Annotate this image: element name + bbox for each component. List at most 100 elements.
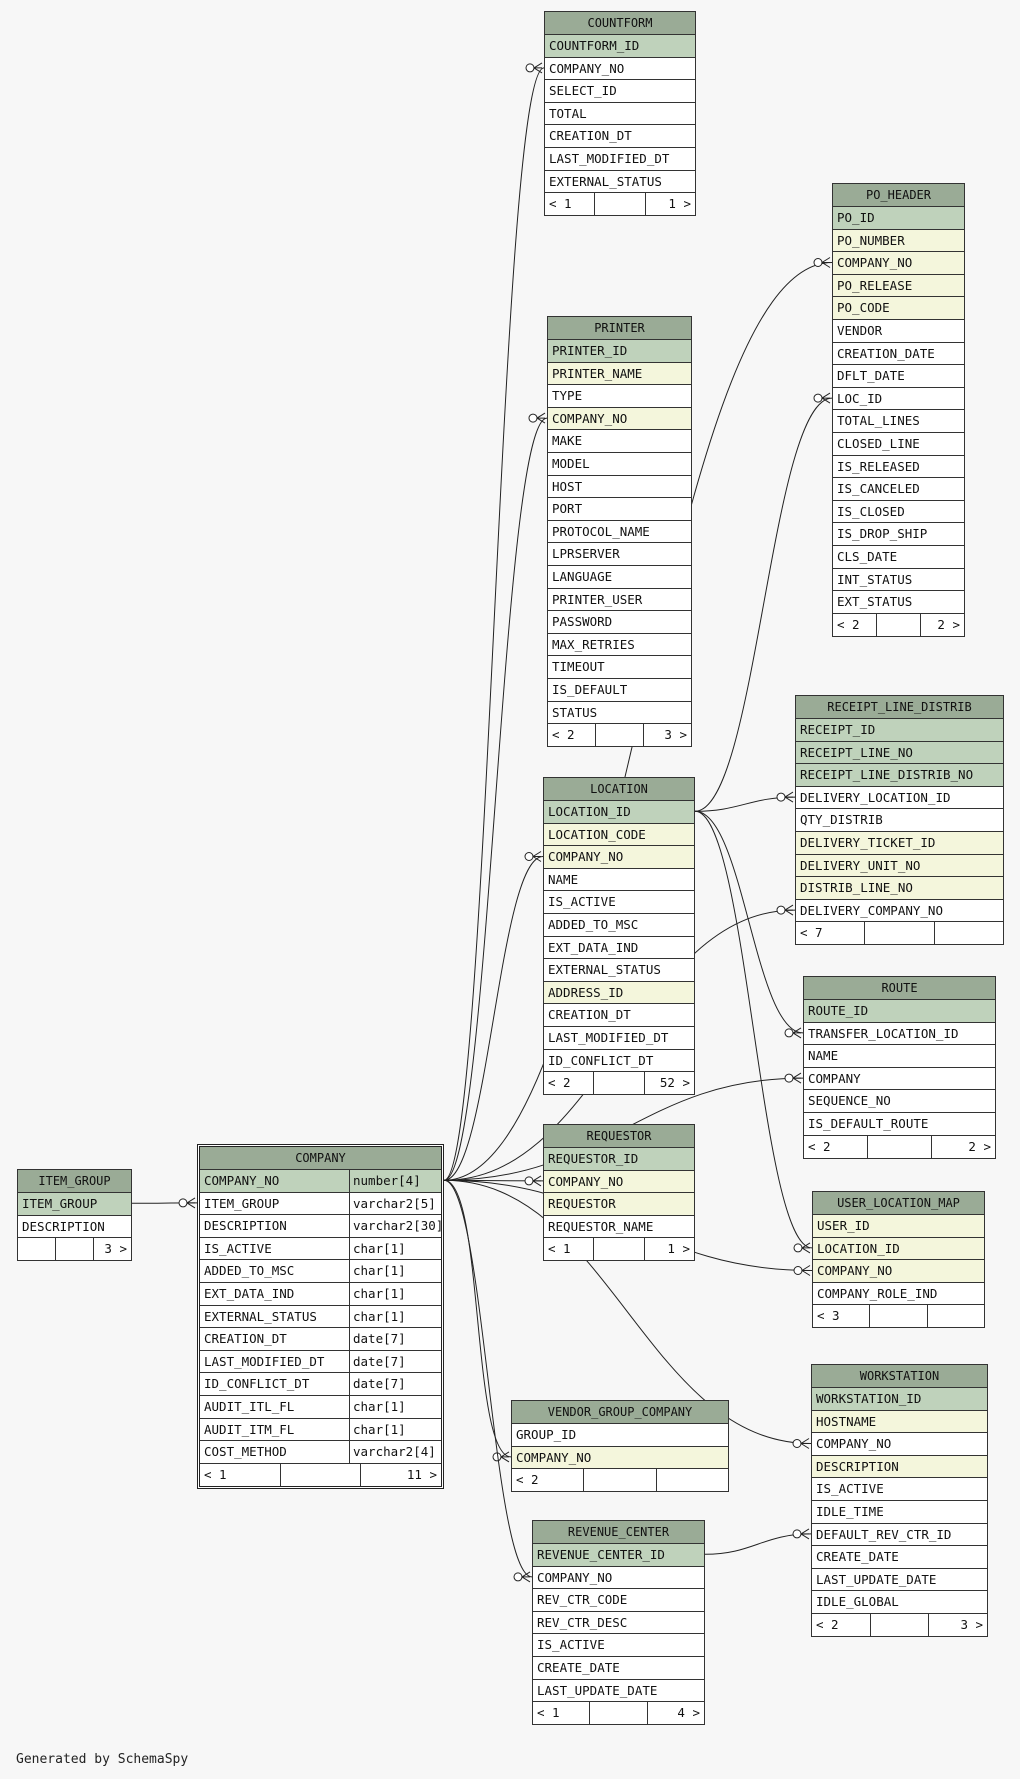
- column-row[interactable]: REQUESTOR: [544, 1193, 694, 1216]
- column-row[interactable]: RECEIPT_ID: [796, 719, 1003, 742]
- column-row[interactable]: CLOSED_LINE: [833, 432, 964, 456]
- footer-children-count[interactable]: 52 >: [643, 1072, 694, 1095]
- footer-parents-count[interactable]: < 2: [552, 727, 575, 743]
- column-row[interactable]: REVENUE_CENTER_ID: [533, 1544, 704, 1567]
- column-row[interactable]: COMPANY_NO: [812, 1433, 987, 1456]
- column-row[interactable]: SEQUENCE_NO: [804, 1090, 995, 1113]
- column-row[interactable]: PRINTER_NAME: [548, 362, 691, 386]
- column-row[interactable]: COMPANY_NO: [544, 846, 694, 869]
- column-row[interactable]: IS_RELEASED: [833, 455, 964, 479]
- footer-children-count[interactable]: 4 >: [646, 1702, 704, 1725]
- column-row[interactable]: VENDOR: [833, 319, 964, 343]
- column-row[interactable]: ITEM_GROUP: [18, 1193, 131, 1216]
- column-row[interactable]: PO_CODE: [833, 297, 964, 320]
- column-row[interactable]: COMPANY_NO: [833, 252, 964, 275]
- column-row[interactable]: DISTRIB_LINE_NO: [796, 877, 1003, 900]
- footer-children-count[interactable]: 1 >: [644, 193, 695, 216]
- column-row[interactable]: LOCATION_CODE: [544, 823, 694, 847]
- footer-parents-count[interactable]: < 2: [548, 1075, 571, 1091]
- column-row[interactable]: PO_RELEASE: [833, 274, 964, 298]
- column-row[interactable]: COMPANY_NO: [544, 1170, 694, 1194]
- footer-children-count[interactable]: 1 >: [643, 1238, 694, 1261]
- footer-children-count[interactable]: 2 >: [920, 613, 964, 636]
- footer-parents-count[interactable]: < 1: [204, 1466, 227, 1482]
- column-row[interactable]: IS_CANCELED: [833, 478, 964, 501]
- footer-children-count[interactable]: [926, 1305, 984, 1328]
- column-row[interactable]: REQUESTOR_NAME: [544, 1215, 694, 1239]
- column-row[interactable]: CREATION_DT: [544, 1004, 694, 1027]
- column-row[interactable]: RECEIPT_LINE_DISTRIB_NO: [796, 764, 1003, 787]
- footer-parents-count[interactable]: < 2: [816, 1616, 839, 1632]
- column-row[interactable]: DELIVERY_UNIT_NO: [796, 854, 1003, 878]
- column-row[interactable]: HOST: [548, 475, 691, 499]
- column-row[interactable]: PRINTER_USER: [548, 588, 691, 612]
- column-row[interactable]: MAX_RETRIES: [548, 633, 691, 657]
- column-row[interactable]: COMPANY_NO: [548, 407, 691, 431]
- column-row[interactable]: DELIVERY_LOCATION_ID: [796, 786, 1003, 810]
- footer-children-count[interactable]: 2 >: [931, 1135, 995, 1158]
- column-row[interactable]: CREATION_DATE: [833, 342, 964, 366]
- column-row[interactable]: INT_STATUS: [833, 568, 964, 592]
- column-row[interactable]: DESCRIPTION: [18, 1215, 131, 1239]
- column-row[interactable]: IS_ACTIVE: [533, 1634, 704, 1657]
- column-row[interactable]: COMPANY_NO: [545, 57, 695, 81]
- column-row[interactable]: SELECT_ID: [545, 80, 695, 103]
- footer-children-count[interactable]: 11 >: [360, 1463, 441, 1486]
- footer-parents-count[interactable]: < 3: [817, 1308, 840, 1324]
- footer-parents-count[interactable]: < 2: [837, 616, 860, 632]
- column-row[interactable]: IS_DEFAULT_ROUTE: [804, 1112, 995, 1136]
- column-row[interactable]: LAST_MODIFIED_DT: [545, 147, 695, 171]
- column-row[interactable]: IS_CLOSED: [833, 500, 964, 524]
- column-row[interactable]: COUNTFORM_ID: [545, 35, 695, 58]
- column-row[interactable]: ID_CONFLICT_DT: [544, 1049, 694, 1073]
- column-row[interactable]: DFLT_DATE: [833, 365, 964, 388]
- footer-parents-count[interactable]: < 2: [516, 1472, 539, 1488]
- column-row[interactable]: DESCRIPTION: [812, 1455, 987, 1479]
- column-row[interactable]: IS_DEFAULT: [548, 678, 691, 702]
- column-row[interactable]: TOTAL: [545, 102, 695, 126]
- column-row[interactable]: TIMEOUT: [548, 656, 691, 679]
- column-row[interactable]: DEFAULT_REV_CTR_ID: [812, 1523, 987, 1547]
- column-row[interactable]: MAKE: [548, 430, 691, 453]
- column-row[interactable]: LAST_MODIFIED_DT: [544, 1026, 694, 1050]
- column-row[interactable]: COMPANY: [804, 1067, 995, 1091]
- column-row[interactable]: PRINTER_ID: [548, 340, 691, 363]
- column-row[interactable]: ADDED_TO_MSC: [544, 913, 694, 937]
- column-row[interactable]: CREATION_DT: [545, 125, 695, 148]
- footer-children-count[interactable]: [655, 1469, 728, 1492]
- footer-parents-count[interactable]: < 1: [549, 196, 572, 212]
- column-row[interactable]: PASSWORD: [548, 611, 691, 634]
- column-row[interactable]: LAST_UPDATE_DATE: [533, 1679, 704, 1703]
- column-row[interactable]: NAME: [544, 868, 694, 892]
- footer-parents-count[interactable]: < 1: [548, 1241, 571, 1257]
- column-row[interactable]: RECEIPT_LINE_NO: [796, 741, 1003, 765]
- column-row[interactable]: TYPE: [548, 385, 691, 408]
- column-row[interactable]: EXTERNAL_STATUS: [544, 959, 694, 982]
- column-row[interactable]: EXT_DATA_IND: [544, 936, 694, 960]
- column-row[interactable]: PORT: [548, 498, 691, 521]
- column-row[interactable]: IDLE_GLOBAL: [812, 1591, 987, 1614]
- column-row[interactable]: IS_ACTIVE: [544, 891, 694, 914]
- column-row[interactable]: LOCATION_ID: [813, 1237, 984, 1261]
- column-row[interactable]: GROUP_ID: [512, 1424, 728, 1447]
- column-row[interactable]: DELIVERY_TICKET_ID: [796, 831, 1003, 855]
- column-row[interactable]: IS_DROP_SHIP: [833, 523, 964, 546]
- column-row[interactable]: LANGUAGE: [548, 565, 691, 589]
- footer-children-count[interactable]: 3 >: [643, 724, 691, 747]
